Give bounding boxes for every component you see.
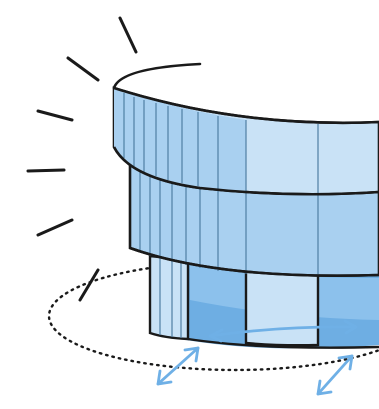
- building-roof-top: [113, 86, 379, 125]
- spark-ray: [66, 56, 100, 82]
- spark-ray: [26, 168, 66, 173]
- building-base-curve: [187, 337, 379, 349]
- arrow-head: [337, 354, 354, 371]
- spark-ray: [36, 218, 74, 237]
- arrow-head: [343, 319, 358, 335]
- arrow-head: [156, 369, 173, 386]
- building-tier-separator: [112, 146, 379, 196]
- building-pillar-right: [244, 264, 320, 347]
- rotation-arrow: [208, 325, 358, 338]
- building-top-tier-shade: [114, 88, 246, 192]
- arrow-head: [183, 346, 200, 363]
- building-pillar-left: [148, 254, 190, 341]
- rotation-arrow: [156, 346, 200, 386]
- arrow-head: [208, 328, 224, 343]
- spark-rays: [26, 16, 138, 302]
- rotation-arrows: [156, 319, 358, 396]
- spark-ray: [118, 16, 138, 54]
- building-icon: [112, 62, 379, 349]
- spark-ray: [78, 268, 100, 302]
- dotted-orbit-path: [47, 260, 379, 372]
- building-tier-separator: [129, 246, 379, 277]
- spark-ray: [36, 109, 74, 122]
- rotation-arrow: [316, 354, 354, 396]
- building-roof: [112, 62, 202, 90]
- arrow-head: [316, 379, 333, 396]
